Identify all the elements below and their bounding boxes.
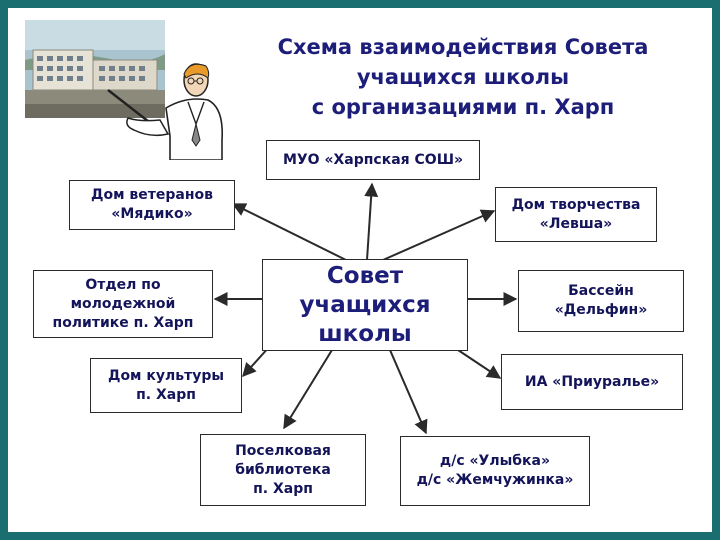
box-muo-label: МУО «Харпская СОШ» <box>282 151 464 168</box>
box-pool-label: Бассейн «Дельфин» <box>554 283 648 318</box>
arrow-to-veterans <box>231 203 347 261</box>
box-youth-label: Отдел по молодежной политике п. Харп <box>52 276 194 331</box>
page-title: Схема взаимодействия Совета учащихся шко… <box>277 35 649 119</box>
arrow-to-kindergarten <box>389 349 428 435</box>
slide: Схема взаимодействия Совета учащихся шко… <box>8 8 712 532</box>
arrow-to-ia <box>451 345 502 379</box>
box-library-label: Поселковая библиотека п. Харп <box>235 442 331 497</box>
arrow-to-muo <box>364 182 379 261</box>
box-kindergarten-label: д/с «Улыбка» д/с «Жемчужинка» <box>416 453 574 488</box>
box-culture-label: Дом культуры п. Харп <box>107 367 225 403</box>
box-veterans-label: Дом ветеранов «Мядико» <box>91 187 213 222</box>
box-youth: Отдел по молодежной политике п. Харп <box>33 270 213 338</box>
box-culture: Дом культуры п. Харп <box>90 358 242 413</box>
box-ia-label: ИА «Приуралье» <box>524 373 660 390</box>
box-creativity-label: Дом творчества «Левша» <box>511 196 641 232</box>
box-pool: Бассейн «Дельфин» <box>518 270 684 332</box>
box-veterans: Дом ветеранов «Мядико» <box>69 180 235 230</box>
teacher-with-pointer-icon <box>107 63 224 160</box>
box-kindergarten: д/с «Улыбка» д/с «Жемчужинка» <box>400 436 590 506</box>
box-student-council: Совет учащихся школы <box>262 259 468 351</box>
arrow-to-library <box>283 349 333 430</box>
box-student-council-label: Совет учащихся школы <box>299 262 431 347</box>
box-ia: ИА «Приуралье» <box>501 354 683 410</box>
connection-arrows <box>213 182 518 435</box>
arrow-to-creativity <box>382 209 496 261</box>
school-building-photo <box>25 20 165 118</box>
box-library: Поселковая библиотека п. Харп <box>200 434 366 506</box>
box-creativity: Дом творчества «Левша» <box>495 187 657 242</box>
arrow-to-culture <box>242 345 271 378</box>
box-muo: МУО «Харпская СОШ» <box>266 140 480 180</box>
